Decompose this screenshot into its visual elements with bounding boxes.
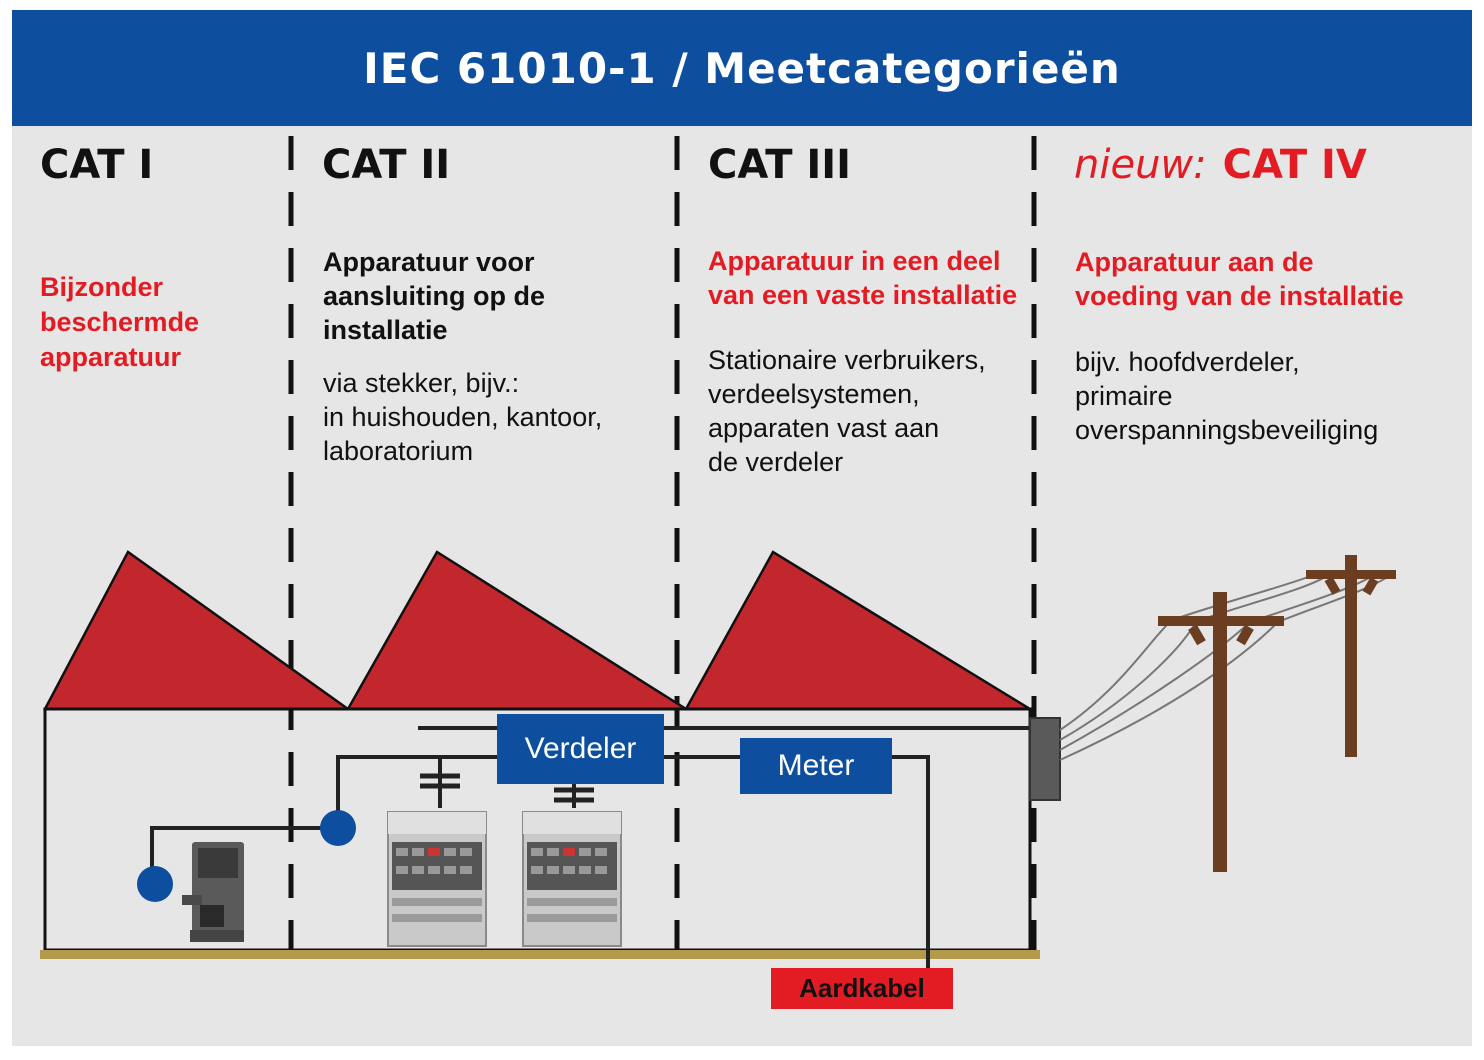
aardkabel-box: Aardkabel [771,968,953,1009]
coffee-machine-icon [182,842,244,942]
page-title: IEC 61010-1 / Meetcategorieën [363,43,1121,93]
socket-connection-icon [320,810,356,846]
utility-pole-icon [1306,555,1396,757]
cat-3-detail: Stationaire verbruikers, verdeelsystemen… [708,345,986,477]
cat-1-headline: Bijzonder beschermde apparatuur [40,272,200,372]
roof-segment-3 [683,550,1035,711]
utility-pole-icon [1158,592,1284,872]
cat-4-detail: bijv. hoofdverdeler, primaire overspanni… [1075,347,1379,445]
roof-segment-1 [42,550,352,711]
meter-label: Meter [777,749,855,782]
cat-4-title-text: CAT IV [1222,142,1367,188]
cat-4-title: nieuw: CAT IV [1074,142,1367,188]
cat-4-new-label: nieuw: [1074,142,1207,188]
verdeler-label: Verdeler [524,732,637,765]
cat-2-headline: Apparatuur voor aansluiting op de instal… [323,247,546,345]
cat-4-headline: Apparatuur aan de voeding van de install… [1075,247,1404,311]
wire-verdeler-socket [336,755,497,828]
electrical-cabinet-icon [522,811,622,947]
diagram-background [12,10,1472,1046]
meter-box: Meter [740,738,892,794]
service-entrance-icon [1029,717,1061,801]
roof-segment-2 [345,550,691,711]
wire-meter-earth [892,755,930,968]
cabinet-connectors [420,773,594,803]
cat-2-detail: via stekker, bijv.: in huishouden, kanto… [323,368,603,466]
ground-line [40,950,1040,959]
cat-2-title: CAT II [322,142,451,188]
electrical-cabinet-icon [387,811,487,947]
header-bar: IEC 61010-1 / Meetcategorieën [12,10,1472,126]
overhead-lines [1059,573,1393,761]
appliance-connection-icon [137,866,173,902]
cat-3-title: CAT III [708,142,852,188]
cat-1-title: CAT I [40,142,154,188]
verdeler-box: Verdeler [497,714,664,784]
cat-3-headline: Apparatuur in een deel van een vaste ins… [708,246,1018,310]
aardkabel-label: Aardkabel [799,973,925,1003]
sawtooth-roof [42,550,1035,711]
wire-socket-appliance [150,826,338,884]
